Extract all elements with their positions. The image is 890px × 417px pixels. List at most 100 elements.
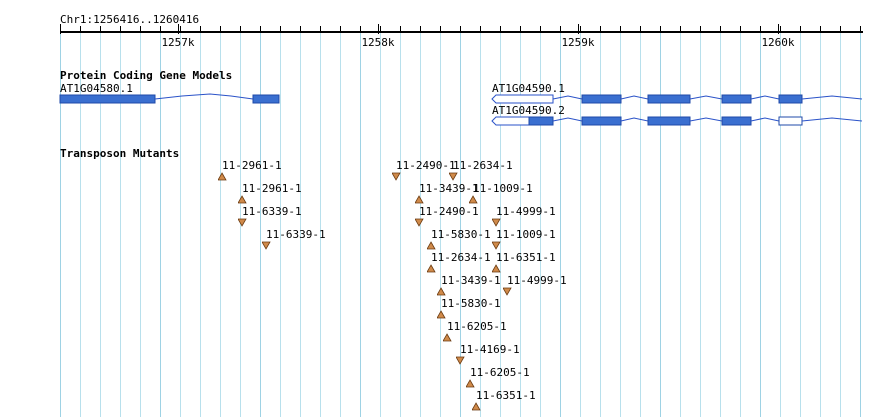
- ruler-tick: [320, 26, 321, 32]
- grid-line: [540, 30, 541, 417]
- gene-models-track-title: Protein Coding Gene Models: [60, 69, 233, 82]
- transposon-label[interactable]: 11-2490-1: [419, 205, 479, 218]
- transposon-label[interactable]: 11-4999-1: [496, 205, 556, 218]
- grid-line: [740, 30, 741, 417]
- triangle-down-icon[interactable]: [262, 241, 272, 251]
- transposon-label[interactable]: 11-5830-1: [441, 297, 501, 310]
- grid-line: [580, 30, 581, 417]
- triangle-down-icon[interactable]: [503, 287, 513, 297]
- ruler-tick-major: [578, 24, 579, 34]
- triangle-down-icon[interactable]: [392, 172, 402, 182]
- transposon-label[interactable]: 11-1009-1: [496, 228, 556, 241]
- ruler-tick: [800, 26, 801, 32]
- ruler-tick: [200, 26, 201, 32]
- gene-models-svg: [59, 93, 863, 126]
- triangle-down-icon[interactable]: [456, 356, 466, 366]
- grid-line: [400, 30, 401, 417]
- transposon-label[interactable]: 11-1009-1: [473, 182, 533, 195]
- ruler-tick: [420, 26, 421, 32]
- triangle-down-icon[interactable]: [415, 218, 425, 228]
- transposon-label[interactable]: 11-5830-1: [431, 228, 491, 241]
- triangle-down-icon[interactable]: [492, 241, 502, 251]
- ruler-tick: [640, 26, 641, 32]
- ruler-tick-major: [778, 24, 779, 34]
- triangle-up-icon[interactable]: [415, 195, 425, 205]
- grid-line: [700, 30, 701, 417]
- utr-start: [491, 94, 554, 104]
- tick-label-1260k: 1260k: [761, 36, 795, 49]
- exon: [647, 94, 691, 104]
- ruler-tick: [80, 26, 81, 32]
- grid-line: [820, 30, 821, 417]
- ruler-tick: [460, 26, 461, 32]
- transposon-label[interactable]: 11-2634-1: [453, 159, 513, 172]
- ruler-tick: [280, 26, 281, 32]
- transposon-label[interactable]: 11-6351-1: [496, 251, 556, 264]
- transposon-label[interactable]: 11-2961-1: [242, 182, 302, 195]
- triangle-down-icon[interactable]: [449, 172, 459, 182]
- tick-label-1257k: 1257k: [161, 36, 195, 49]
- transposon-label[interactable]: 11-6205-1: [447, 320, 507, 333]
- triangle-up-icon[interactable]: [218, 172, 228, 182]
- grid-line: [720, 30, 721, 417]
- triangle-up-icon[interactable]: [238, 195, 248, 205]
- triangle-up-icon[interactable]: [472, 402, 482, 412]
- gene-at1g04580[interactable]: [59, 93, 280, 104]
- grid-line: [600, 30, 601, 417]
- triangle-down-icon[interactable]: [238, 218, 248, 228]
- transposon-label[interactable]: 11-4169-1: [460, 343, 520, 356]
- ruler-tick: [260, 26, 261, 32]
- transposon-label[interactable]: 11-6339-1: [242, 205, 302, 218]
- ruler-tick: [600, 26, 601, 32]
- exon: [528, 116, 554, 126]
- exon: [581, 94, 622, 104]
- ruler-tick: [860, 26, 861, 32]
- triangle-up-icon[interactable]: [492, 264, 502, 274]
- gene-at1g04590-1[interactable]: [491, 94, 863, 104]
- triangle-up-icon[interactable]: [443, 333, 453, 343]
- transposon-label[interactable]: 11-4999-1: [507, 274, 567, 287]
- ruler-tick: [540, 26, 541, 32]
- ruler-tick: [480, 26, 481, 32]
- triangle-up-icon[interactable]: [466, 379, 476, 389]
- ruler-tick: [780, 26, 781, 32]
- transposon-label[interactable]: 11-3439-1: [441, 274, 501, 287]
- transposon-label[interactable]: 11-2961-1: [222, 159, 282, 172]
- transposon-label[interactable]: 11-6351-1: [476, 389, 536, 402]
- gene-label-at1g04590-1[interactable]: AT1G04590.1: [492, 82, 565, 95]
- grid-line: [220, 30, 221, 417]
- ruler-tick: [120, 26, 121, 32]
- transposon-label[interactable]: 11-3439-1: [419, 182, 479, 195]
- ruler-tick: [360, 26, 361, 32]
- ruler-tick: [520, 26, 521, 32]
- grid-line: [360, 30, 361, 417]
- transposon-label[interactable]: 11-2490-1: [396, 159, 456, 172]
- gene-label-at1g04580[interactable]: AT1G04580.1: [60, 82, 133, 95]
- ruler-tick: [660, 26, 661, 32]
- exon: [778, 116, 803, 126]
- triangle-up-icon[interactable]: [437, 287, 447, 297]
- intron: [620, 117, 649, 122]
- triangle-up-icon[interactable]: [427, 241, 437, 251]
- transposon-label[interactable]: 11-2634-1: [431, 251, 491, 264]
- ruler-tick: [180, 26, 181, 32]
- grid-line: [320, 30, 321, 417]
- triangle-up-icon[interactable]: [469, 195, 479, 205]
- triangle-down-icon[interactable]: [492, 218, 502, 228]
- ruler-tick: [60, 24, 61, 34]
- triangle-up-icon[interactable]: [437, 310, 447, 320]
- ruler-tick: [340, 26, 341, 32]
- transposon-label[interactable]: 11-6339-1: [266, 228, 326, 241]
- triangle-up-icon[interactable]: [427, 264, 437, 274]
- grid-line: [560, 30, 561, 417]
- grid-line: [620, 30, 621, 417]
- grid-line: [180, 30, 181, 417]
- transposon-label[interactable]: 11-6205-1: [470, 366, 530, 379]
- intron: [750, 117, 780, 122]
- tick-label-1259k: 1259k: [561, 36, 595, 49]
- gene-at1g04590-2[interactable]: [491, 116, 863, 126]
- ruler-tick: [680, 26, 681, 32]
- ruler-tick-major: [178, 24, 179, 34]
- gene-label-at1g04590-2[interactable]: AT1G04590.2: [492, 104, 565, 117]
